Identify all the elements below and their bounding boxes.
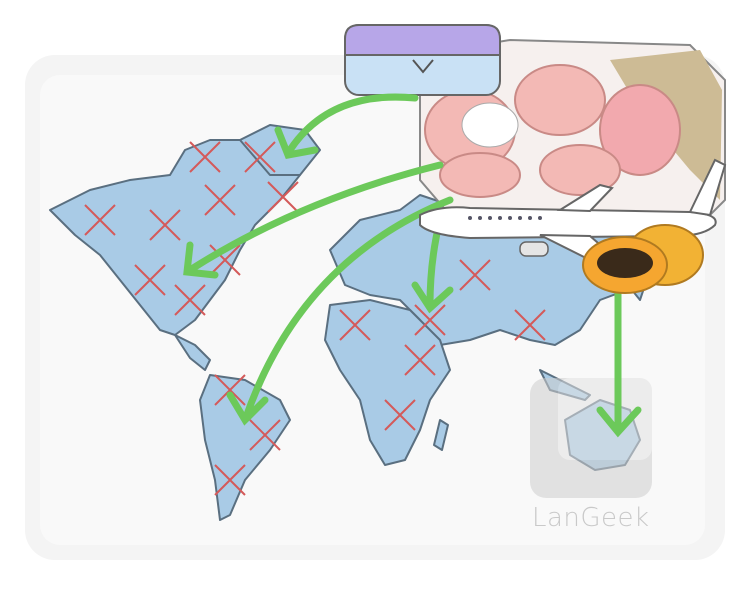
langeek-watermark: LanGeek (532, 503, 650, 533)
central-america (174, 334, 211, 371)
hand (539, 144, 621, 196)
hand (514, 64, 606, 136)
madagascar (433, 419, 449, 451)
cross-mark (244, 141, 276, 173)
arrow (183, 161, 444, 279)
hand (439, 152, 521, 198)
cross-mark (414, 304, 446, 336)
cross-mark (267, 181, 299, 213)
cross-mark (149, 209, 181, 241)
box (344, 24, 501, 96)
africa (324, 299, 451, 466)
trade-arrows (183, 93, 642, 438)
cross-mark (514, 309, 546, 341)
logo-watermark-mark (530, 378, 652, 498)
arrow (226, 196, 454, 426)
cross-mark (404, 344, 436, 376)
cross-mark (209, 244, 241, 276)
arrow (274, 93, 419, 159)
cross-marks (84, 141, 546, 496)
south-america (199, 374, 291, 521)
cross-mark (204, 184, 236, 216)
cross-mark (459, 259, 491, 291)
cross-mark (339, 309, 371, 341)
papaya (582, 224, 704, 294)
hand (599, 84, 681, 176)
cross-mark (214, 374, 246, 406)
cross-mark (384, 399, 416, 431)
cross-mark (214, 464, 246, 496)
arrow (596, 281, 642, 438)
cross-mark (134, 264, 166, 296)
rice-pile (461, 102, 519, 148)
cross-mark (189, 141, 221, 173)
cross-mark (249, 419, 281, 451)
cross-mark (84, 204, 116, 236)
cross-mark (174, 284, 206, 316)
